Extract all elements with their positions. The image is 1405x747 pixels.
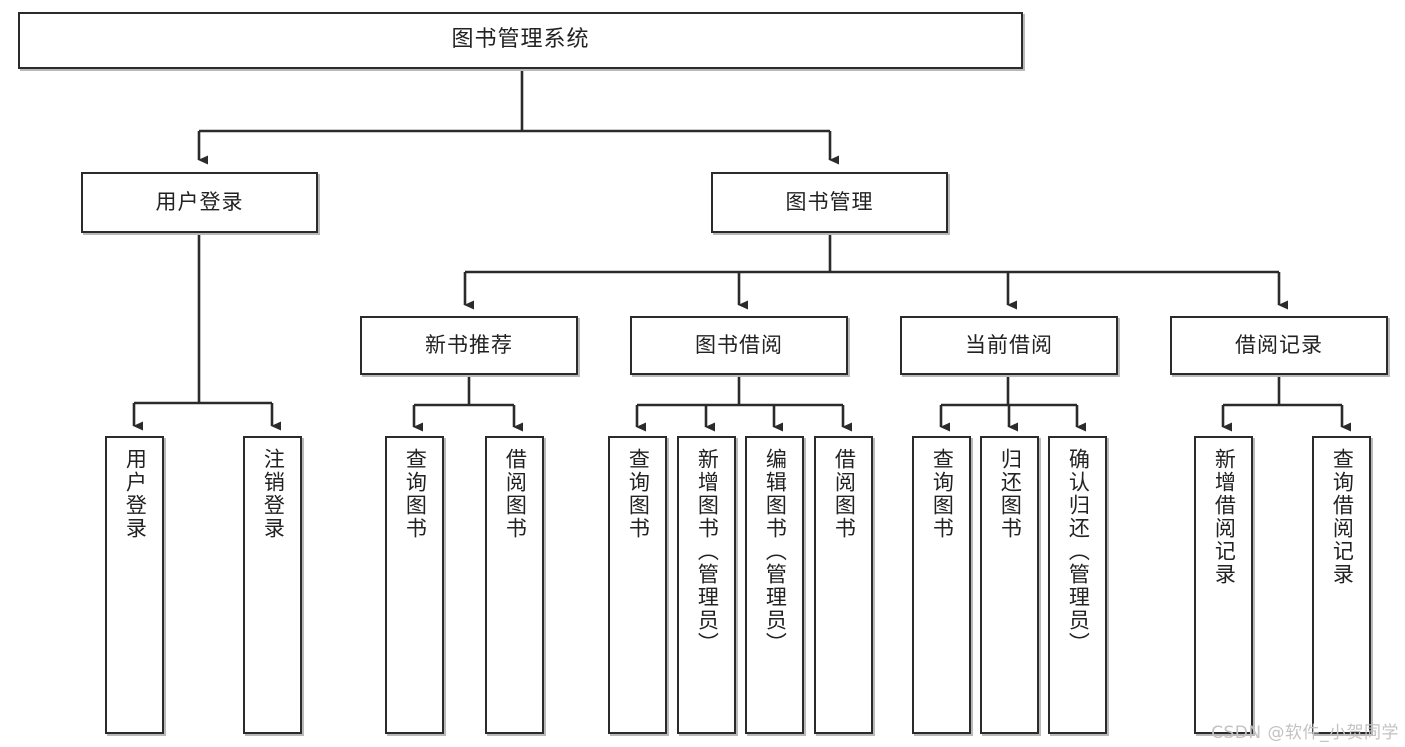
node-label: 注销登录 [261, 448, 286, 540]
node-label: 图书管理系统 [451, 27, 590, 53]
node-book-borrow[interactable]: 图书借阅 [630, 316, 848, 375]
node-label: 新书推荐 [425, 332, 513, 357]
node-label: 新增借阅记录 [1212, 448, 1237, 586]
node-label: 图书管理 [785, 189, 874, 214]
leaf-borrow-edit-book-admin[interactable]: 编辑图书（管理员） [745, 436, 804, 734]
node-label: 新增图书（管理员） [695, 448, 720, 655]
node-label: 当前借阅 [965, 332, 1053, 357]
node-current-borrow[interactable]: 当前借阅 [900, 316, 1118, 375]
node-new-book-recommend[interactable]: 新书推荐 [360, 316, 578, 375]
node-label: 借阅图书 [832, 448, 857, 540]
leaf-borrow-borrow-book[interactable]: 借阅图书 [814, 436, 873, 734]
node-label: 查询图书 [626, 448, 651, 540]
node-label: 查询图书 [930, 448, 955, 540]
node-label: 用户登录 [155, 189, 244, 214]
node-label: 图书借阅 [695, 332, 783, 357]
node-label: 用户登录 [123, 448, 148, 540]
leaf-record-query-record[interactable]: 查询借阅记录 [1312, 436, 1371, 734]
node-label: 编辑图书（管理员） [763, 448, 788, 655]
leaf-current-query-book[interactable]: 查询图书 [912, 436, 971, 734]
node-book-management[interactable]: 图书管理 [711, 172, 948, 233]
node-borrow-record[interactable]: 借阅记录 [1170, 316, 1388, 375]
leaf-borrow-query-book[interactable]: 查询图书 [608, 436, 667, 734]
watermark: CSDN @软件_小贺同学 [1211, 723, 1399, 743]
leaf-user-login-logout[interactable]: 注销登录 [243, 436, 302, 734]
node-label: 查询借阅记录 [1330, 448, 1355, 586]
node-user-login[interactable]: 用户登录 [81, 172, 318, 233]
leaf-current-confirm-return-admin[interactable]: 确认归还（管理员） [1048, 436, 1107, 734]
leaf-borrow-add-book-admin[interactable]: 新增图书（管理员） [677, 436, 736, 734]
node-label: 查询图书 [403, 448, 428, 540]
node-root[interactable]: 图书管理系统 [18, 12, 1023, 69]
leaf-recommend-query-book[interactable]: 查询图书 [385, 436, 444, 734]
leaf-record-add-record[interactable]: 新增借阅记录 [1194, 436, 1253, 734]
node-label: 归还图书 [998, 448, 1023, 540]
leaf-user-login-login[interactable]: 用户登录 [105, 436, 164, 734]
node-label: 确认归还（管理员） [1066, 448, 1091, 655]
leaf-recommend-borrow-book[interactable]: 借阅图书 [485, 436, 544, 734]
node-label: 借阅记录 [1235, 332, 1323, 357]
node-label: 借阅图书 [503, 448, 528, 540]
leaf-current-return-book[interactable]: 归还图书 [980, 436, 1039, 734]
